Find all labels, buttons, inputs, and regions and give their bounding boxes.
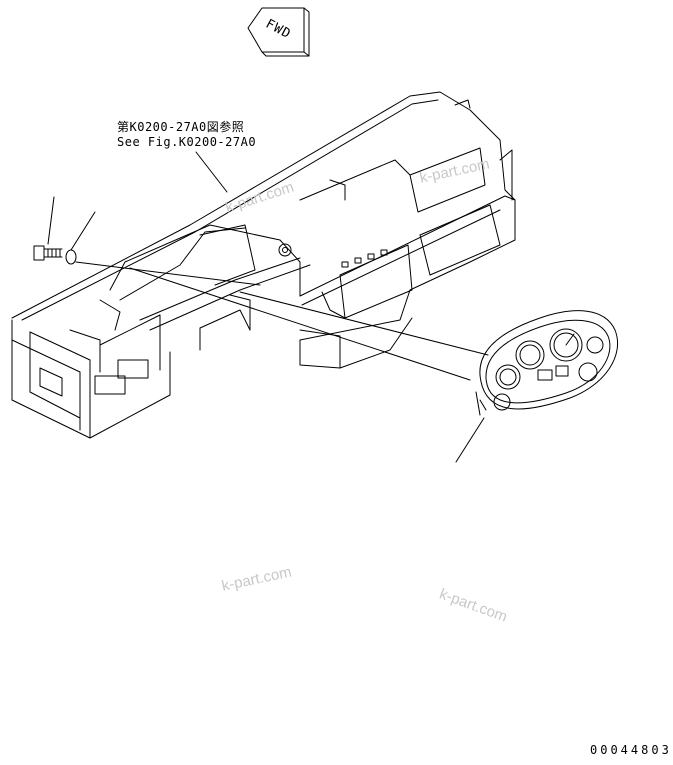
bolt-assembly-line (75, 261, 261, 286)
assembly-line-upper (239, 291, 489, 356)
reference-note-en: See Fig.K0200-27A0 (117, 135, 257, 149)
fwd-arrow-icon (247, 7, 310, 57)
washer-leader-line (70, 211, 96, 251)
washer-icon (65, 249, 77, 265)
drawing-number: 00044803 (590, 743, 672, 757)
assembly-line-lower (129, 267, 471, 381)
reference-note-jp: 第K0200-27A0図参照 (117, 120, 245, 134)
cluster-leader-line (455, 417, 485, 463)
dashboard-panel-drawing (11, 91, 516, 439)
reference-leader-line (195, 151, 228, 193)
instrument-cluster-icon (475, 310, 619, 416)
bolt-icon (33, 245, 63, 261)
bolt-leader-line (47, 196, 55, 245)
